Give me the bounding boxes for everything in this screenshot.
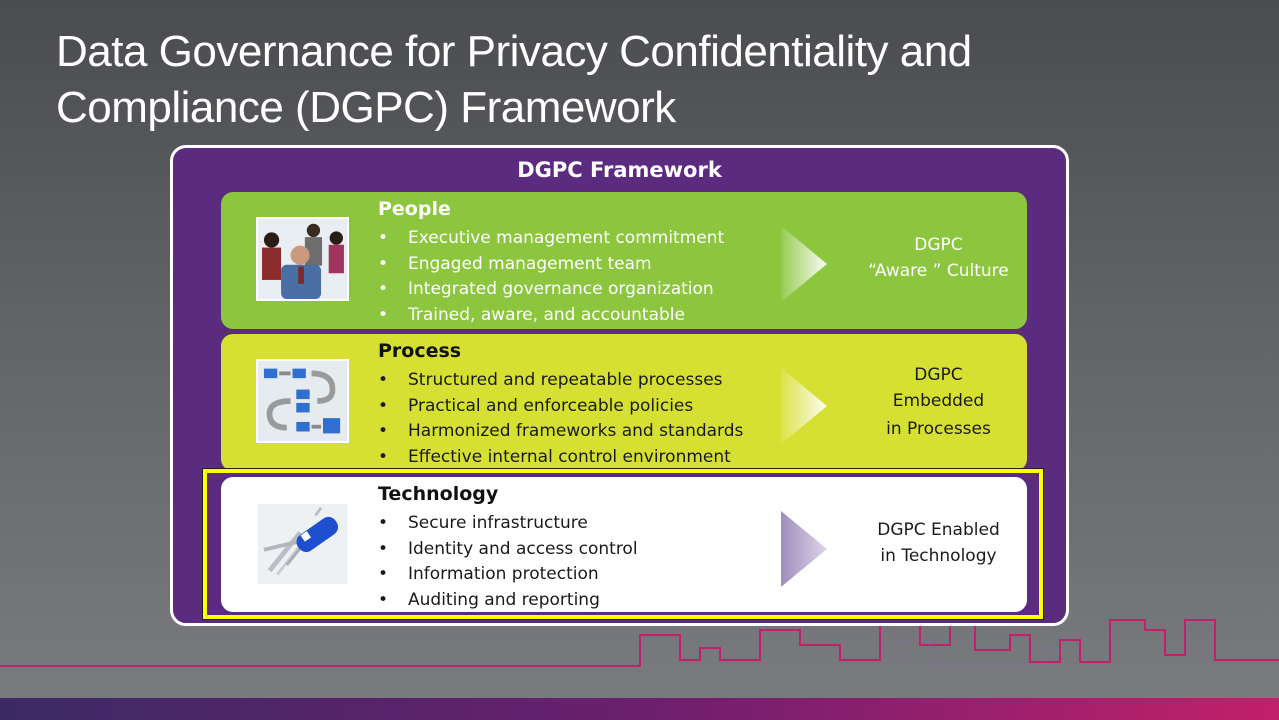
list-item: Information protection bbox=[378, 562, 638, 588]
people-panel: People Executive management commitment E… bbox=[221, 192, 1027, 329]
list-item: Structured and repeatable processes bbox=[378, 368, 743, 394]
swiss-army-knife-image bbox=[258, 504, 347, 584]
list-item: Integrated governance organization bbox=[378, 277, 724, 303]
outcome-line: in Technology bbox=[880, 546, 997, 566]
slide-title-line-2: Compliance (DGPC) Framework bbox=[56, 83, 676, 132]
slide-title: Data Governance for Privacy Confidential… bbox=[56, 24, 1156, 136]
people-bullet-list: Executive management commitment Engaged … bbox=[378, 226, 724, 328]
technology-heading: Technology bbox=[378, 483, 499, 505]
technology-panel: Technology Secure infrastructure Identit… bbox=[221, 477, 1027, 612]
outcome-line: DGPC bbox=[914, 235, 963, 255]
swiss-army-knife-icon bbox=[256, 502, 349, 586]
outcome-line: Embedded bbox=[892, 391, 985, 411]
technology-highlight-frame bbox=[203, 469, 1043, 619]
list-item: Identity and access control bbox=[378, 537, 638, 563]
people-photo bbox=[256, 217, 349, 301]
process-flow-icon bbox=[256, 359, 349, 443]
process-heading: Process bbox=[378, 340, 462, 362]
list-item: Auditing and reporting bbox=[378, 588, 638, 614]
dgpc-framework-box: DGPC Framework People Executive manageme… bbox=[170, 145, 1069, 626]
framework-title: DGPC Framework bbox=[517, 158, 722, 182]
technology-outcome: DGPC Enabled in Technology bbox=[851, 517, 1026, 569]
list-item: Practical and enforceable policies bbox=[378, 394, 743, 420]
people-heading: People bbox=[378, 198, 451, 220]
people-outcome: DGPC “Aware ” Culture bbox=[851, 232, 1026, 284]
outcome-line: DGPC Enabled bbox=[877, 520, 1000, 540]
outcome-line: in Processes bbox=[886, 419, 991, 439]
list-item: Harmonized frameworks and standards bbox=[378, 419, 743, 445]
list-item: Secure infrastructure bbox=[378, 511, 638, 537]
outcome-line: DGPC bbox=[914, 365, 963, 385]
people-photo-image bbox=[258, 219, 347, 299]
technology-bullet-list: Secure infrastructure Identity and acces… bbox=[378, 511, 638, 613]
chevron-right-icon bbox=[781, 368, 827, 444]
process-panel: Process Structured and repeatable proces… bbox=[221, 334, 1027, 471]
chevron-right-icon bbox=[781, 511, 827, 587]
slide-title-line-1: Data Governance for Privacy Confidential… bbox=[56, 27, 972, 76]
list-item: Trained, aware, and accountable bbox=[378, 303, 724, 329]
list-item: Executive management commitment bbox=[378, 226, 724, 252]
process-flow-image bbox=[258, 361, 347, 441]
chevron-right-icon bbox=[781, 226, 827, 302]
outcome-line: “Aware ” Culture bbox=[868, 261, 1009, 281]
process-outcome: DGPC Embedded in Processes bbox=[851, 362, 1026, 442]
process-bullet-list: Structured and repeatable processes Prac… bbox=[378, 368, 743, 470]
city-skyline-decoration bbox=[0, 607, 1279, 667]
list-item: Effective internal control environment bbox=[378, 445, 743, 471]
list-item: Engaged management team bbox=[378, 252, 724, 278]
bottom-accent-bar bbox=[0, 698, 1279, 720]
